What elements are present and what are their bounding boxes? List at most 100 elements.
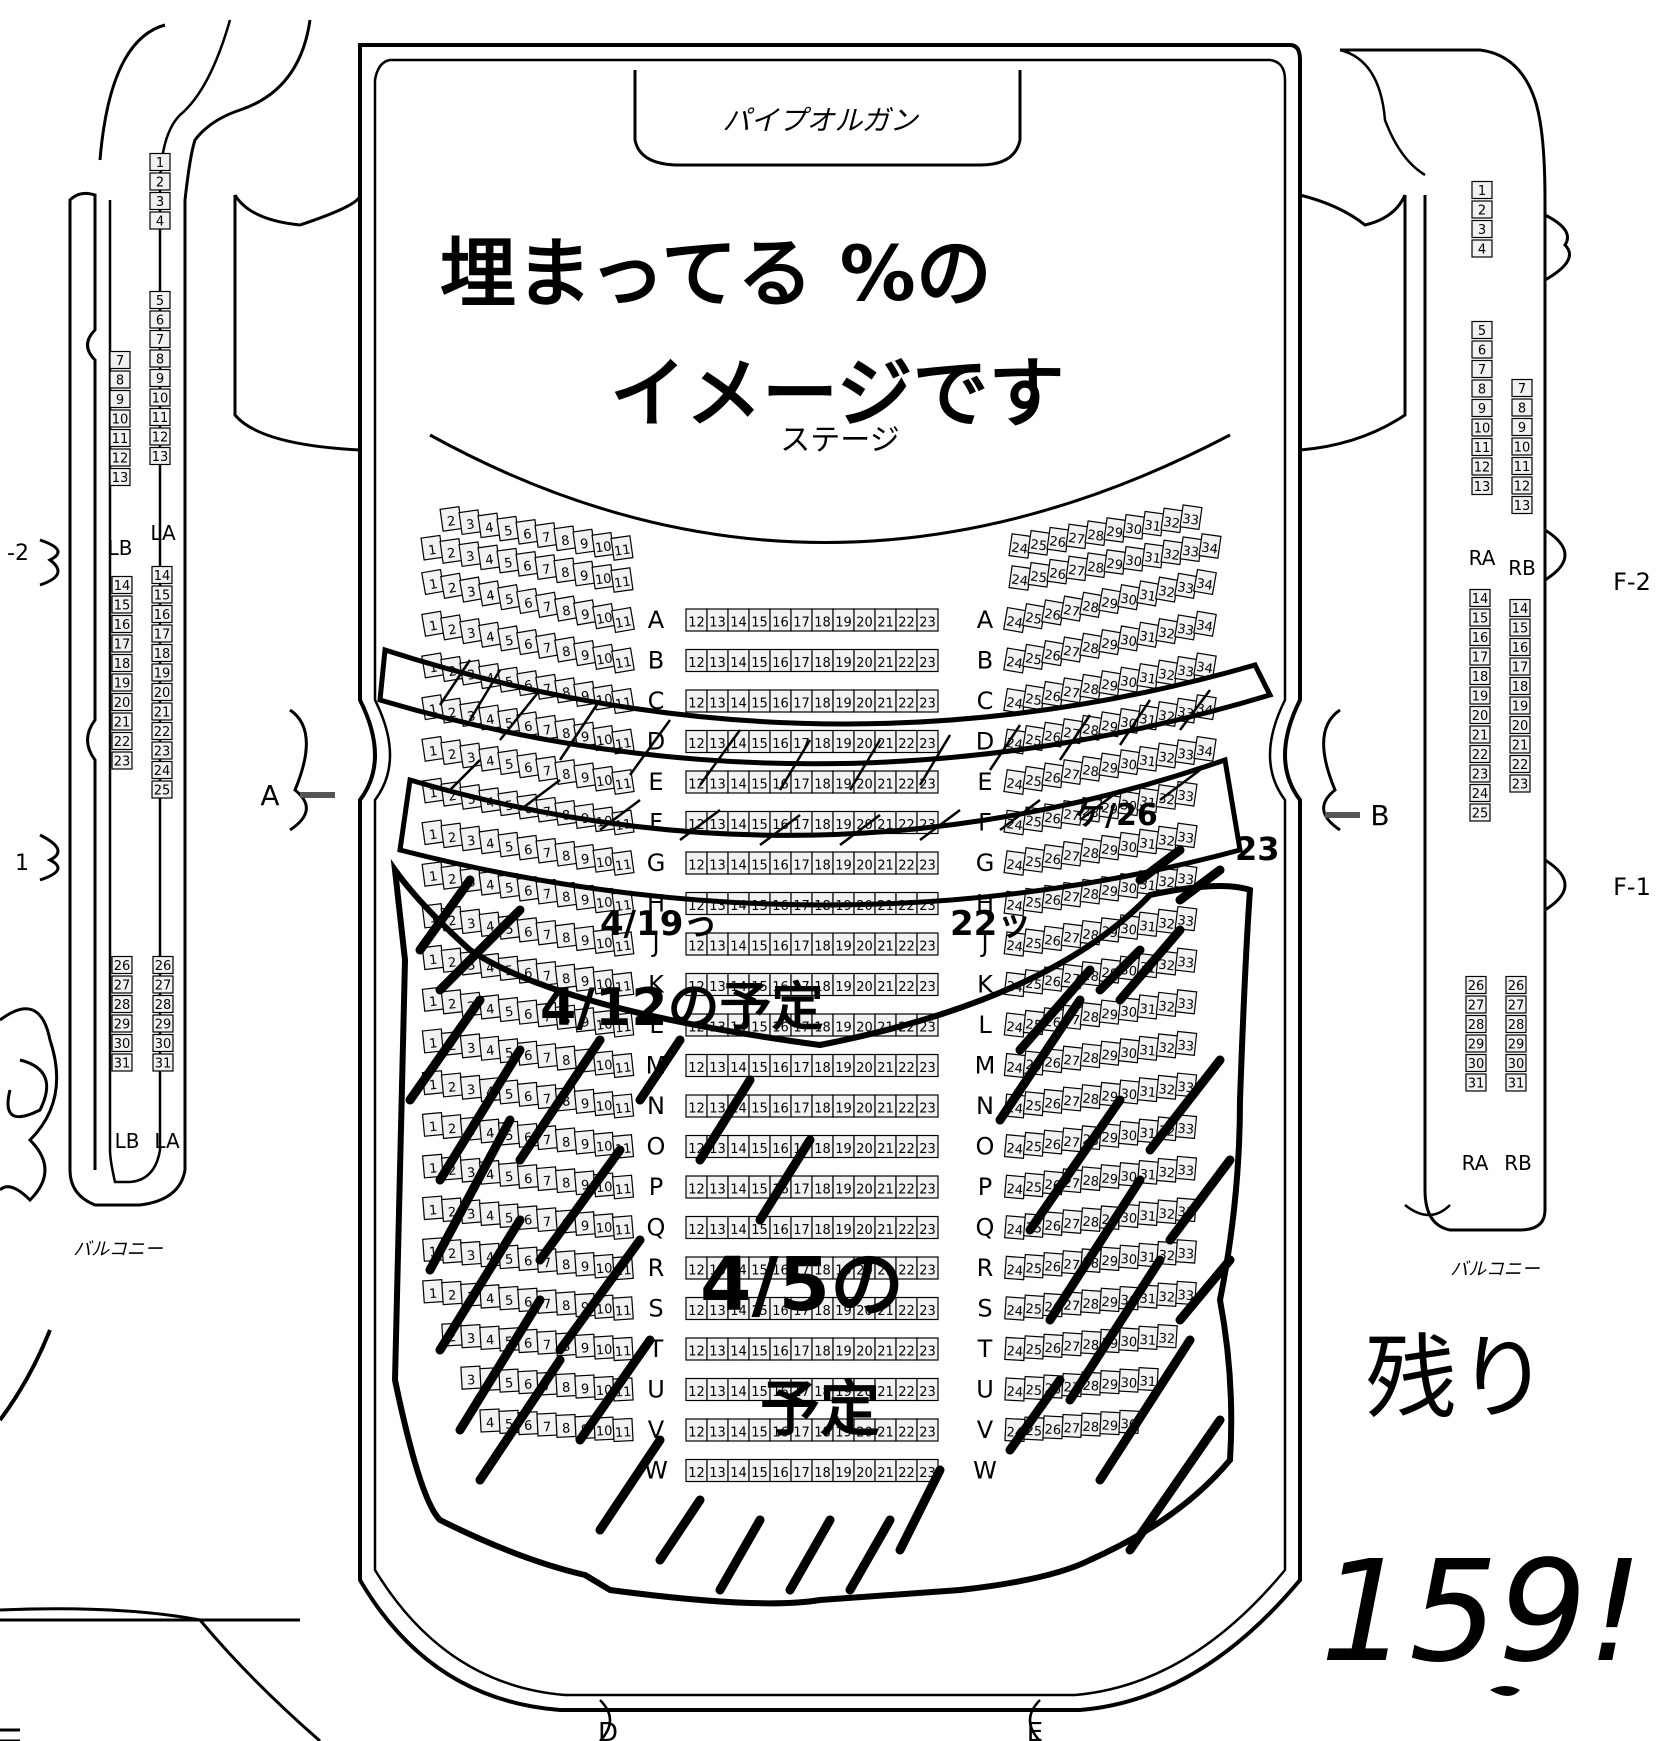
svg-text:26: 26 [1043,892,1061,909]
seat: 25 [1022,1172,1046,1198]
balcony-seat: 10 [1471,418,1493,437]
svg-text:11: 11 [614,655,633,673]
balcony-seat: 21 [111,712,133,731]
svg-text:27: 27 [1063,1094,1081,1111]
svg-text:4: 4 [485,588,496,604]
seat: 18 [811,1053,834,1078]
svg-text:1: 1 [428,786,438,802]
seat: 4 [478,745,502,772]
seat: 6 [516,834,540,861]
seat: 24 [1003,606,1027,634]
seat: 17 [790,932,813,956]
svg-text:22: 22 [1472,748,1489,763]
seat: 11 [611,890,635,917]
row-label: G [976,849,995,877]
svg-text:15: 15 [751,1345,768,1360]
svg-text:5: 5 [504,881,514,897]
svg-text:10: 10 [594,539,612,556]
seat: 12 [685,1053,708,1078]
seat: 3 [460,1240,482,1266]
seat: 27 [1060,1045,1084,1071]
seat: 22 [895,689,918,713]
seat: 10 [593,1335,615,1360]
balcony-seat: 8 [109,370,131,389]
svg-text:4: 4 [486,1333,495,1348]
svg-text:8: 8 [561,644,572,660]
svg-text:28: 28 [1508,1018,1525,1033]
svg-text:3: 3 [465,517,475,533]
svg-text:8: 8 [562,1380,571,1395]
row-label: Q [976,1214,995,1242]
svg-text:18: 18 [814,940,831,955]
balcony-seat: 22 [151,721,173,741]
balcony-seat: 23 [1469,764,1491,783]
svg-text:33: 33 [1176,663,1195,680]
seat: 20 [853,770,876,794]
balcony-seat: 8 [1511,398,1533,417]
svg-text:28: 28 [114,998,131,1013]
balcony-seat: 30 [111,1033,133,1053]
seat: 30 [1118,1368,1140,1393]
row-label: B [648,647,664,675]
svg-text:16: 16 [772,616,789,631]
svg-text:34: 34 [1195,660,1214,677]
svg-text:1: 1 [427,543,437,559]
seat: 32 [1160,539,1184,566]
seat: 16 [769,1458,792,1483]
svg-text:4: 4 [485,1168,495,1184]
seat: 31 [1141,510,1165,537]
svg-text:30: 30 [1119,591,1138,609]
svg-text:6: 6 [522,527,532,543]
svg-text:32: 32 [1158,1082,1176,1099]
svg-text:14: 14 [730,1466,747,1481]
svg-text:31: 31 [114,1057,131,1072]
svg-text:22: 22 [898,778,915,793]
seat: 15 [748,1458,771,1483]
seat: 14 [727,770,750,794]
row-label: L [978,1011,992,1039]
svg-text:6: 6 [522,559,532,575]
svg-text:17: 17 [793,1021,810,1036]
svg-text:17: 17 [793,697,810,712]
svg-text:10: 10 [595,610,614,628]
svg-text:7: 7 [542,764,552,780]
svg-text:33: 33 [1176,580,1195,598]
hand-outline-e-f [397,756,1243,908]
seat: 29 [1098,1164,1122,1189]
svg-text:15: 15 [751,1021,768,1036]
svg-text:16: 16 [772,737,789,752]
svg-text:31: 31 [1138,753,1157,770]
seat: 3 [460,1323,482,1349]
seat: 15 [748,689,771,713]
seat: 20 [853,1256,876,1280]
svg-text:20: 20 [856,616,873,631]
svg-text:2: 2 [447,581,458,597]
seat: 7 [535,632,559,659]
seat: 14 [727,810,750,835]
seat: 27 [1061,1250,1083,1275]
svg-text:13: 13 [709,1345,726,1360]
seat: 2 [440,614,464,641]
svg-text:12: 12 [1514,480,1531,495]
balcony-seat: 24 [1469,783,1491,803]
balcony-seat: 28 [1465,1014,1487,1034]
seat: 3 [460,1365,482,1390]
seat: 5 [497,625,521,652]
seat: 34 [1193,652,1217,679]
svg-text:9: 9 [156,372,164,387]
svg-text:5: 5 [504,922,514,938]
svg-text:13: 13 [709,1102,726,1117]
seat: 15 [748,729,771,754]
seat: 18 [811,1458,834,1483]
seat: 30 [1117,1038,1141,1064]
seat: 32 [1155,659,1179,686]
svg-text:22: 22 [898,859,915,874]
svg-text:15: 15 [751,1183,768,1198]
seat: 11 [612,1296,634,1321]
seat: 21 [874,1094,897,1118]
svg-text:23: 23 [919,1345,936,1360]
seat: 30 [1118,1327,1140,1352]
svg-text:28: 28 [1086,560,1104,577]
svg-text:15: 15 [751,1223,768,1238]
svg-text:22: 22 [114,735,131,750]
